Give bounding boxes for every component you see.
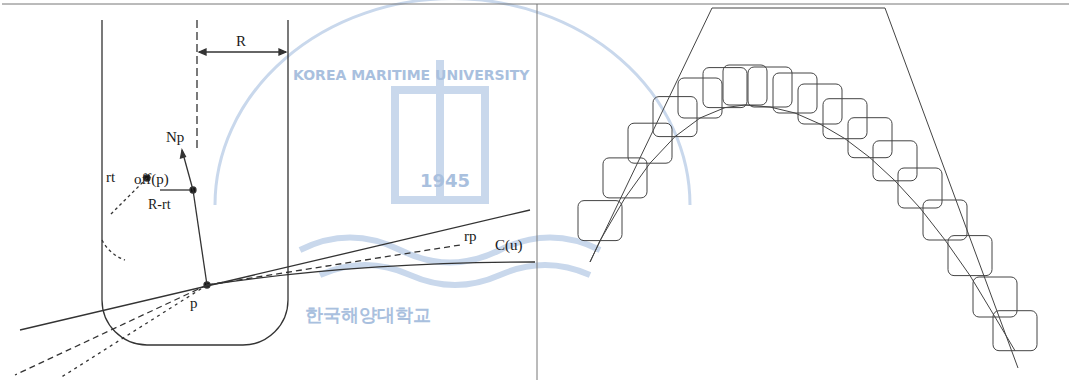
point-label: p [190,296,198,311]
tool-sweep [578,8,1037,368]
radius-label: rt [106,170,115,185]
dimension-label: R-rt [148,198,171,212]
tool-profile [15,20,535,378]
vector-label: Np [166,130,184,145]
watermark-text: KOREA MARITIME UNIVERSITY [293,68,530,82]
dimension-label: R [236,34,246,49]
watermark-text: 1945 [420,172,470,190]
vector-label: rp [464,229,477,244]
frame [2,4,1069,380]
point-label: off(p) [134,172,169,187]
watermark-logo [215,0,690,285]
watermark-text: 한국해양대학교 [305,306,431,324]
curve-label: C(u) [495,238,523,253]
